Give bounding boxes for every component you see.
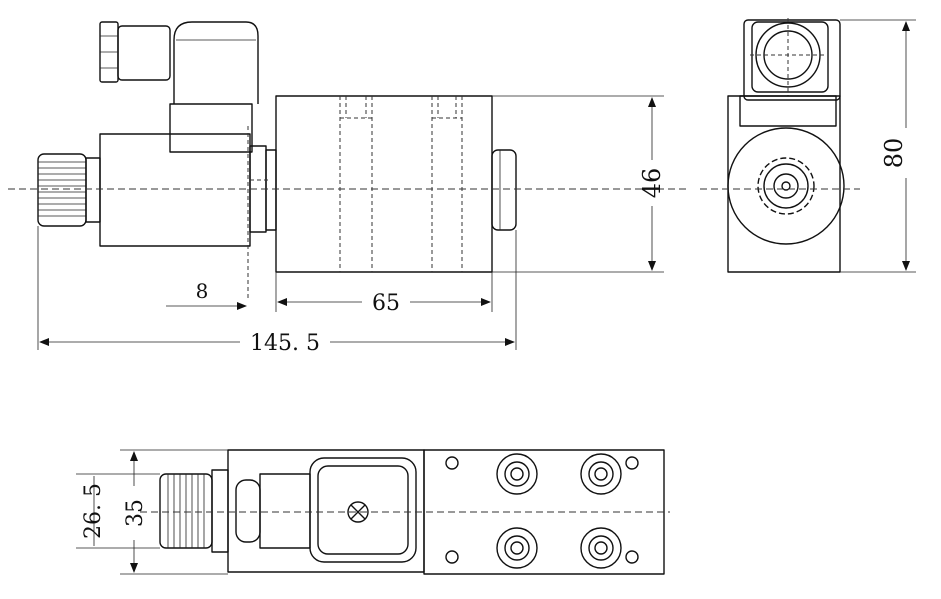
dim-label-65: 65	[372, 291, 400, 316]
side-view	[700, 18, 860, 273]
coil-body	[99, 133, 251, 247]
port-p	[496, 527, 538, 569]
port-b	[580, 453, 622, 495]
knurled-knob	[37, 153, 101, 227]
port-a	[496, 453, 538, 495]
dim-label-46: 46	[638, 168, 666, 199]
front-view	[8, 21, 690, 300]
connector-plug	[99, 21, 259, 153]
port-t	[580, 527, 622, 569]
dimension-lines	[37, 19, 916, 575]
dim-label-80: 80	[880, 138, 908, 169]
knob-gear-outline	[757, 157, 815, 215]
end-plug	[491, 149, 517, 231]
top-view	[140, 449, 670, 575]
valve-block	[275, 95, 493, 273]
dim-label-8: 8	[196, 279, 209, 303]
dimension-labels: 8 65 145. 5 46 80 26. 5 35	[81, 138, 908, 539]
dim-label-35: 35	[123, 499, 148, 527]
dim-label-145-5: 145. 5	[250, 331, 320, 356]
dim-label-26-5: 26. 5	[81, 483, 106, 539]
